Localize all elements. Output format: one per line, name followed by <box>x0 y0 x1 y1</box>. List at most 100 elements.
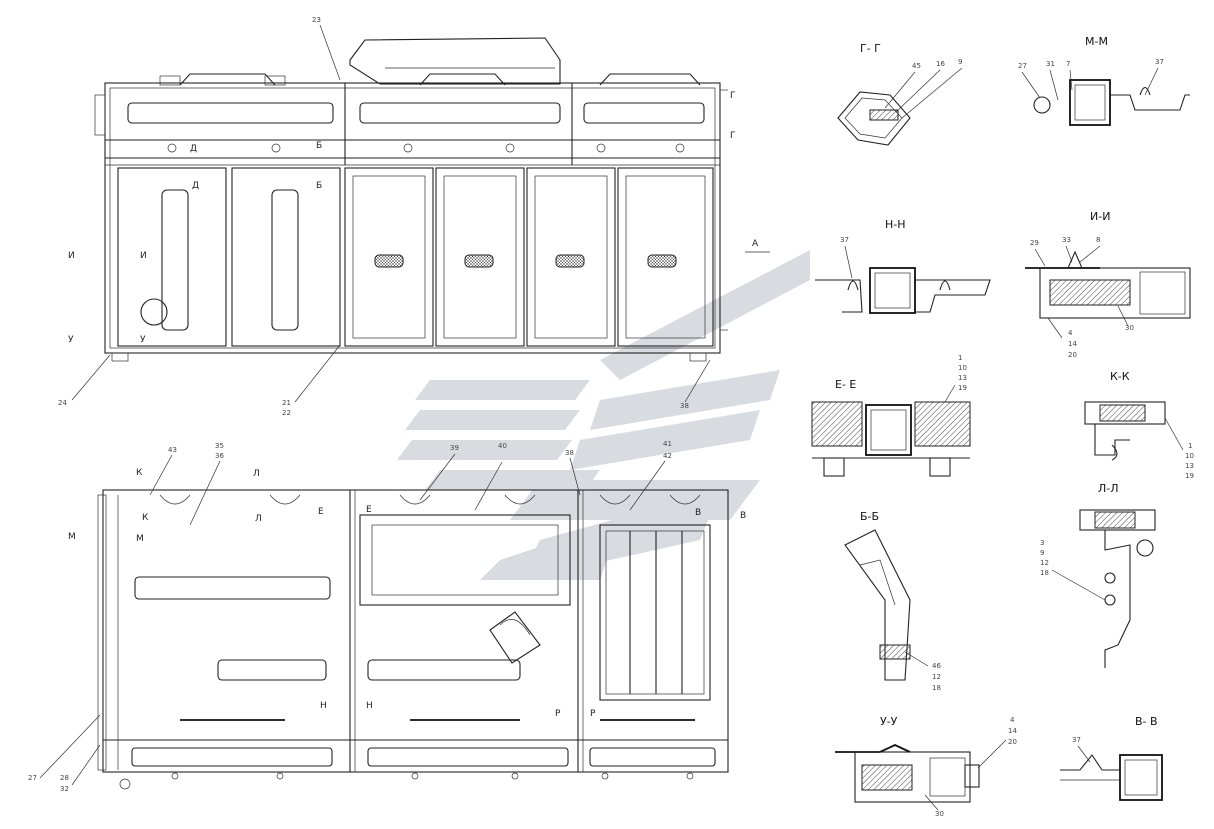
callout-i-20: 20 <box>1068 351 1077 359</box>
callout-m-31: 31 <box>1046 60 1055 68</box>
watermark-logo <box>397 250 810 580</box>
mark-u-2: У <box>140 335 146 345</box>
callout-v-37: 37 <box>1072 736 1081 744</box>
callout-l-9: 9 <box>1040 549 1044 557</box>
bottom-frame-outline <box>102 489 729 773</box>
section-title-g: Г- Г <box>860 42 881 55</box>
section-title-u: У-У <box>880 715 898 728</box>
mark-m-1: М <box>68 532 76 542</box>
callout-e-1: 1 <box>958 354 962 362</box>
bottom-view-labels: 43 35 36 39 40 38 41 42 27 28 32 К К Л Л… <box>28 440 746 793</box>
mark-v-1: В <box>695 508 701 518</box>
callout-m-7: 7 <box>1066 60 1070 68</box>
callout-36: 36 <box>215 452 224 460</box>
section-title-i: И-И <box>1090 210 1110 223</box>
mark-a: А <box>752 239 759 249</box>
section-g-g: Г- Г 45 16 9 <box>837 42 962 146</box>
section-title-k: К-К <box>1110 370 1130 383</box>
section-i-i: И-И 29 33 8 4 14 20 30 <box>1025 210 1191 359</box>
section-k-k: К-К 1 10 13 19 <box>1084 370 1194 480</box>
callout-g-9: 9 <box>958 58 962 66</box>
callout-23: 23 <box>312 16 321 24</box>
callout-24: 24 <box>58 399 67 407</box>
mark-b-2: Б <box>316 181 322 191</box>
bottom-view-assembly <box>97 489 729 790</box>
callout-k-19: 19 <box>1185 472 1194 480</box>
callout-b-46: 46 <box>932 662 941 670</box>
section-l-l: Л-Л 3 9 12 18 <box>1040 482 1156 668</box>
mark-v-2: В <box>740 511 746 521</box>
mark-d-2: Д <box>192 181 199 191</box>
callout-b-18: 18 <box>932 684 941 692</box>
callout-u-20: 20 <box>1008 738 1017 746</box>
callout-u-30: 30 <box>935 810 944 818</box>
mark-g-1: Г <box>730 91 736 101</box>
roof-hood <box>349 37 561 85</box>
section-e-e: Е- Е 1 10 13 19 <box>811 354 971 477</box>
callout-27: 27 <box>28 774 37 782</box>
section-title-l: Л-Л <box>1098 482 1119 495</box>
callout-u-4: 4 <box>1010 716 1015 724</box>
mark-e-2: Е <box>366 505 372 515</box>
callout-i-33: 33 <box>1062 236 1071 244</box>
callout-i-8: 8 <box>1096 236 1100 244</box>
top-view-labels: 23 24 21 22 38 Г Г Д Д Б Б И И У У А <box>58 16 770 417</box>
callout-e-10: 10 <box>958 364 967 372</box>
section-n-n: Н-Н 37 <box>815 218 991 314</box>
mark-r-1: Р <box>555 709 561 719</box>
callout-k-10: 10 <box>1185 452 1194 460</box>
mark-n-2: Н <box>366 701 373 711</box>
mark-l-2: Л <box>255 514 262 524</box>
callout-e-13: 13 <box>958 374 967 382</box>
callout-k-13: 13 <box>1185 462 1194 470</box>
section-title-v: В- В <box>1135 715 1158 728</box>
mark-g-2: Г <box>730 131 736 141</box>
callout-l-18: 18 <box>1040 569 1049 577</box>
callout-21: 21 <box>282 399 291 407</box>
mark-r-2: Р <box>590 709 596 719</box>
top-frame-outline <box>104 82 721 354</box>
mark-b-1: Б <box>316 141 322 151</box>
callout-m-37: 37 <box>1155 58 1164 66</box>
mark-i-1: И <box>68 251 75 261</box>
round-port <box>140 298 168 326</box>
section-title-m: М-М <box>1085 35 1108 48</box>
callout-e-19: 19 <box>958 384 967 392</box>
callout-39: 39 <box>450 444 459 452</box>
mark-k-2: К <box>142 513 149 523</box>
callout-g-16: 16 <box>936 60 945 68</box>
callout-i-29: 29 <box>1030 239 1039 247</box>
callout-k-1: 1 <box>1188 442 1192 450</box>
callout-n-37: 37 <box>840 236 849 244</box>
callout-41: 41 <box>663 440 672 448</box>
callout-32: 32 <box>60 785 69 793</box>
section-title-b: Б-Б <box>860 510 879 523</box>
callout-42: 42 <box>663 452 672 460</box>
callout-38-bottom: 38 <box>565 449 574 457</box>
callout-35: 35 <box>215 442 224 450</box>
callout-b-12: 12 <box>932 673 941 681</box>
mark-e-1: Е <box>318 507 324 517</box>
section-title-n: Н-Н <box>885 218 906 231</box>
callout-40: 40 <box>498 442 507 450</box>
mark-u-1: У <box>68 335 74 345</box>
section-m-m: М-М 27 31 7 37 <box>1018 35 1190 126</box>
section-title-e: Е- Е <box>835 378 856 391</box>
callout-i-4: 4 <box>1068 329 1073 337</box>
callout-38-top: 38 <box>680 402 689 410</box>
section-u-u: У-У 4 14 20 30 <box>835 715 1017 818</box>
callout-22: 22 <box>282 409 291 417</box>
callout-i-14: 14 <box>1068 340 1077 348</box>
mark-k-1: К <box>136 468 143 478</box>
section-b-b: Б-Б 46 12 18 <box>844 510 941 692</box>
mark-i-2: И <box>140 251 147 261</box>
mark-l-1: Л <box>253 469 260 479</box>
callout-u-14: 14 <box>1008 727 1017 735</box>
callout-43: 43 <box>168 446 177 454</box>
top-view-assembly <box>94 37 728 362</box>
callout-28: 28 <box>60 774 69 782</box>
callout-i-30: 30 <box>1125 324 1134 332</box>
callout-g-45: 45 <box>912 62 921 70</box>
mark-m-2: М <box>136 534 144 544</box>
